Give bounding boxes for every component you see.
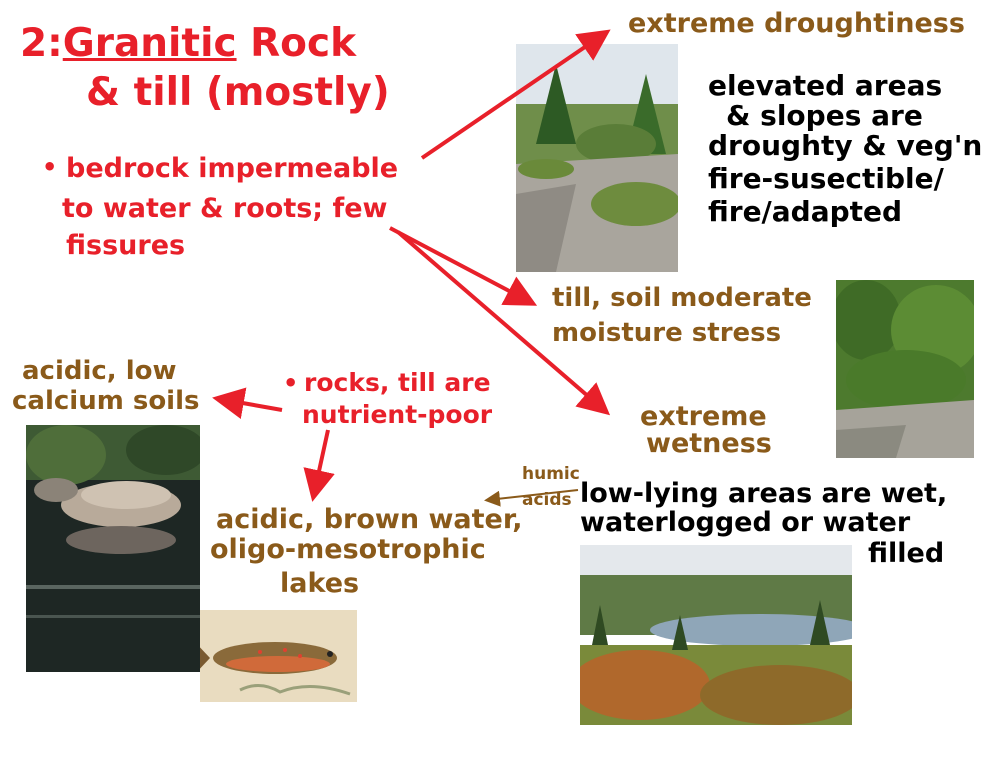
arrow-humic-acids: [484, 489, 579, 507]
rocks-line-1: rocks, till are: [304, 368, 491, 397]
wetland-lake-photo: [580, 545, 852, 725]
arrow-to-moderate-stress: [389, 226, 538, 306]
wetness-line-1: extreme: [640, 401, 767, 432]
lakes-line-3: lakes: [280, 568, 360, 599]
wetness-desc-1: low-lying areas are wet,: [580, 478, 948, 509]
droughtiness-line-5: fire/adapted: [708, 195, 903, 228]
droughtiness-line-1: elevated areas: [708, 69, 943, 102]
rock-in-lake-photo: [26, 425, 200, 672]
wetness-desc-3: filled: [868, 538, 945, 569]
mixed-forest-photo: [836, 280, 974, 458]
title-rest: Rock: [236, 21, 357, 66]
bedrock-bullet: •: [42, 153, 58, 181]
title-underlined-word: Granitic: [62, 21, 237, 66]
lakes-line-2: oligo-mesotrophic: [210, 534, 486, 565]
brook-trout-illustration: [200, 610, 357, 702]
arrow-to-lakes: [303, 429, 335, 502]
moderate-line-1: till, soil moderate: [552, 283, 812, 313]
lakes-line-1: acidic, brown water,: [216, 504, 523, 535]
soils-line-2: calcium soils: [12, 386, 200, 416]
bedrock-line-3: fissures: [66, 230, 186, 261]
droughtiness-line-4: fire-susectible/: [708, 162, 944, 195]
droughtiness-line-3: droughty & veg'n: [708, 129, 983, 162]
granite-barrens-photo: [516, 44, 678, 272]
bedrock-line-2: to water & roots; few: [62, 193, 388, 224]
title-line-1: 2:Granitic Rock: [20, 24, 356, 63]
rocks-line-2: nutrient-poor: [302, 400, 493, 429]
bedrock-line-1: bedrock impermeable: [66, 153, 399, 184]
soils-line-1: acidic, low: [22, 356, 177, 386]
title-prefix: 2:: [20, 21, 63, 66]
arrow-to-acidic-soils: [212, 387, 283, 419]
droughtiness-heading: extreme droughtiness: [628, 8, 965, 39]
droughtiness-line-2: & slopes are: [726, 99, 923, 132]
wetness-line-2: wetness: [646, 428, 772, 459]
arrow-to-extreme-wetness: [396, 230, 611, 416]
wetness-desc-2: waterlogged or water: [580, 507, 911, 538]
arrow-to-droughtiness: [420, 29, 611, 160]
title-line-2: & till (mostly): [86, 70, 390, 115]
humic-label-1: humic: [522, 464, 580, 484]
moderate-line-2: moisture stress: [552, 318, 782, 348]
rocks-bullet: •: [283, 369, 299, 397]
